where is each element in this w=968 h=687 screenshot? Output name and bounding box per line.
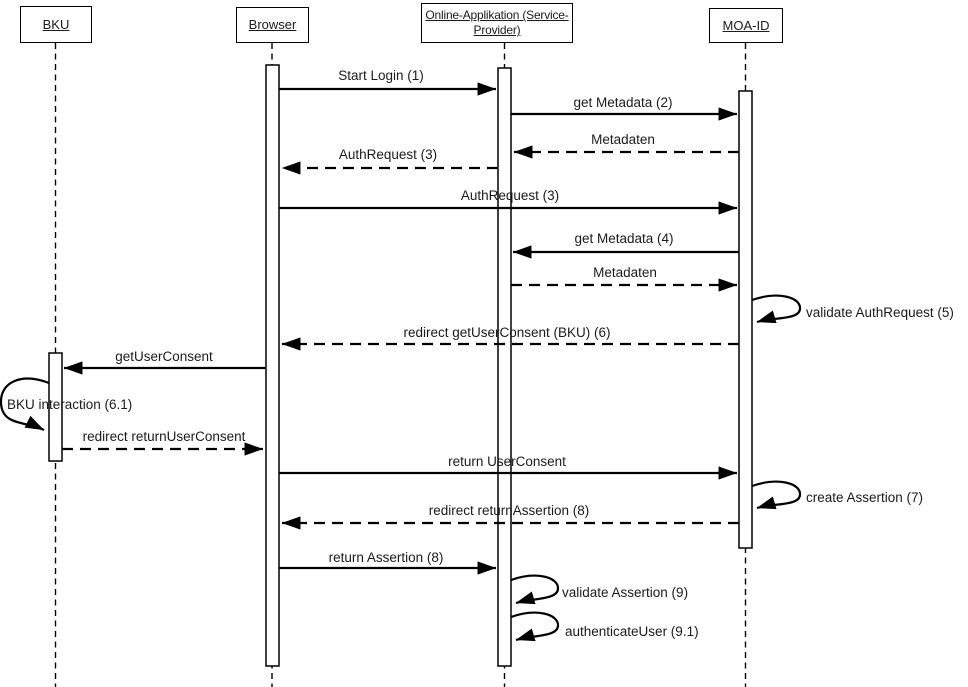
message-label-validate-assertion: validate Assertion (9) — [562, 585, 689, 600]
activation-bar-browser — [265, 64, 280, 667]
message-label-bku-interaction: BKU interaction (6.1) — [7, 397, 133, 412]
activation-bar-moa-id — [738, 90, 753, 549]
message-label-redirect-returnassertion: redirect returnAssertion (8) — [428, 503, 590, 518]
message-label-get-metadata-2: get Metadata (2) — [573, 95, 673, 110]
actor-box-online-applikation: Online-Applikation (Service- Provider) — [421, 3, 573, 43]
self-loop-authenticateuser — [510, 611, 560, 642]
message-label-metadaten-1: Metadaten — [591, 132, 655, 147]
message-label-create-assertion: create Assertion (7) — [806, 490, 924, 505]
message-label-return-userconsent: return UserConsent — [448, 454, 566, 469]
message-label-start-login: Start Login (1) — [338, 68, 424, 83]
self-loop-create-assertion — [751, 480, 802, 510]
message-label-get-metadata-4: get Metadata (4) — [574, 231, 674, 246]
message-label-metadaten-2: Metadaten — [593, 265, 657, 280]
message-label-authenticateuser: authenticateUser (9.1) — [565, 624, 699, 639]
message-label-validate-authrequest: validate AuthRequest (5) — [806, 305, 954, 320]
actor-box-moa-id: MOA-ID — [709, 8, 783, 43]
self-loop-bku-interaction — [0, 377, 50, 431]
message-label-return-assertion: return Assertion (8) — [328, 550, 444, 565]
message-label-getuserconsent: getUserConsent — [115, 349, 213, 364]
actor-label-moa-id: MOA-ID — [722, 17, 770, 33]
actor-label-online-applikation: Online-Applikation (Service- — [425, 8, 569, 22]
message-label-authrequest-3-return: AuthRequest (3) — [338, 147, 438, 162]
self-loop-validate-authrequest — [751, 294, 802, 324]
message-label-redirect-returnuserconsent: redirect returnUserConsent — [82, 429, 246, 444]
actor-box-bku: BKU — [20, 6, 92, 43]
activation-bar-online-applikation — [497, 67, 512, 667]
actor-box-browser: Browser — [236, 7, 309, 43]
self-loop-validate-assertion — [510, 574, 560, 605]
actor-label-bku: BKU — [42, 16, 70, 32]
message-label-redirect-getuserconsent: redirect getUserConsent (BKU) (6) — [403, 325, 611, 340]
activation-bar-bku — [48, 352, 63, 462]
actor-label-browser: Browser — [248, 17, 297, 32]
message-label-authrequest-3: AuthRequest (3) — [460, 188, 560, 203]
